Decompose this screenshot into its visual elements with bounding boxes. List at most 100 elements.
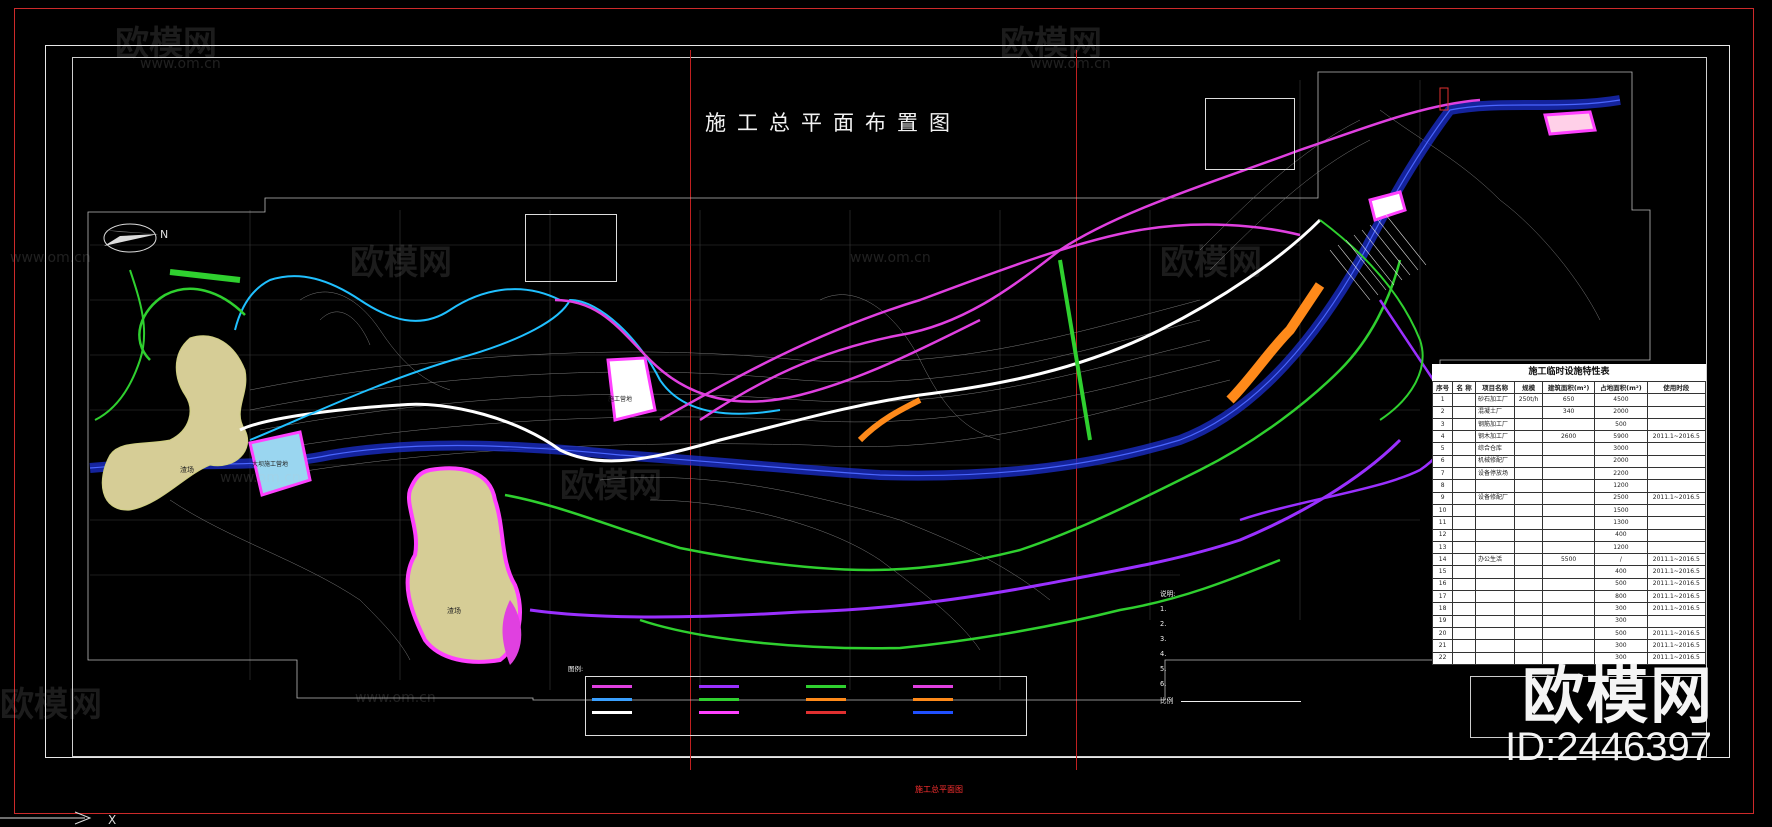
table-cell: [1452, 467, 1476, 481]
ucs-arrow: [74, 811, 92, 825]
table-cell: [1452, 405, 1476, 419]
note-item: 1.: [1160, 605, 1167, 613]
table-cell: 1: [1432, 393, 1454, 407]
table-cell: [1514, 540, 1543, 555]
table-cell: 砂石加工厂: [1474, 393, 1516, 407]
legend-swatch: [592, 698, 632, 701]
scale-bar-row: 比例: [1160, 694, 1460, 709]
table-cell: 办公生活: [1474, 553, 1516, 567]
table-cell: [1474, 503, 1516, 518]
magenta-road-2: [554, 298, 981, 403]
river-centerline: [89, 99, 1621, 477]
legend-swatch: [913, 711, 953, 714]
legend-item: [592, 680, 699, 693]
legend-swatch: [592, 711, 632, 714]
table-cell: 1500: [1594, 503, 1648, 518]
north-label: N: [160, 228, 169, 241]
table-cell: [1514, 454, 1543, 469]
col-header: 规模: [1514, 381, 1543, 395]
table-cell: [1514, 417, 1543, 432]
table-cell: [1646, 393, 1706, 407]
table-cell: [1541, 577, 1596, 592]
table-cell: [1646, 405, 1706, 419]
dam-site-hatch: [1329, 214, 1427, 301]
table-cell: 2011.1~2016.5: [1646, 639, 1706, 653]
table-cell: 20: [1432, 626, 1454, 641]
table-cell: [1646, 540, 1706, 555]
brand-logo: 欧模网: [1521, 662, 1714, 731]
table-cell: [1452, 503, 1476, 518]
table-cell: [1452, 417, 1476, 432]
table-cell: 400: [1594, 528, 1648, 542]
table-cell: [1514, 442, 1543, 456]
table-cell: 综合仓库: [1474, 442, 1516, 456]
table-cell: [1541, 528, 1596, 542]
notes-list: 1.2.3.4.5.6.: [1160, 602, 1460, 692]
table-cell: [1541, 590, 1596, 604]
table-cell: 2600: [1541, 430, 1596, 444]
table-cell: [1646, 454, 1706, 469]
table-cell: 2: [1432, 405, 1454, 419]
map-grid: [90, 80, 1421, 690]
col-header: 占地面积(m²): [1594, 381, 1648, 395]
col-header: 使用时段: [1646, 381, 1706, 395]
table-cell: 2500: [1594, 491, 1648, 505]
table-cell: 18: [1432, 602, 1454, 616]
table-cell: 6: [1432, 454, 1454, 469]
table-cell: 14: [1432, 553, 1454, 567]
table-cell: 300: [1594, 614, 1648, 628]
watermark-brand-3: 欧模网: [350, 243, 452, 283]
table-cell: [1452, 553, 1476, 567]
table-cell: [1514, 602, 1543, 616]
table-cell: 5500: [1541, 553, 1596, 567]
table-cell: [1541, 479, 1596, 493]
red-marker-box: [1439, 87, 1449, 111]
table-cell: 2000: [1594, 454, 1648, 469]
table-cell: [1474, 528, 1516, 542]
table-cell: [1541, 467, 1596, 481]
watermark-site-2: www.om.cn: [1030, 56, 1111, 72]
col-header: 项目名称: [1474, 381, 1516, 395]
table-cell: [1541, 442, 1596, 456]
table-cell: [1646, 528, 1706, 542]
table-cell: [1646, 479, 1706, 493]
watermark-site-4: www.om.cn: [850, 250, 931, 266]
spoil-area-a: [101, 335, 248, 511]
table-cell: [1452, 393, 1476, 407]
spoil-area-a-label: 渣场: [180, 466, 194, 474]
watermark-site-6: www.om.cn: [355, 690, 436, 706]
green-road-5: [1319, 219, 1424, 421]
upper-yard-1: [1368, 190, 1407, 222]
table-cell: [1474, 577, 1516, 592]
watermark-brand-1: 欧模网: [115, 24, 217, 64]
table-cell: 16: [1432, 577, 1454, 592]
table-cell: 2011.1~2016.5: [1646, 651, 1706, 665]
green-bridge: [169, 269, 241, 283]
table-cell: 钢木加工厂: [1474, 430, 1516, 444]
table-cell: [1514, 491, 1543, 505]
table-cell: 2011.1~2016.5: [1646, 565, 1706, 579]
note-item: 2.: [1160, 620, 1167, 628]
legend-item: [806, 680, 913, 693]
legend-item: [806, 693, 913, 706]
table-cell: [1514, 553, 1543, 567]
spoil-area-b-label: 渣场: [447, 607, 461, 615]
table-cell: 混凝土厂: [1474, 405, 1516, 419]
table-cell: [1541, 516, 1596, 530]
legend-swatch: [806, 698, 846, 701]
watermark-site-1: www.om.cn: [140, 56, 221, 72]
table-cell: [1646, 614, 1706, 628]
drawing-title: 施工总平面布置图: [705, 111, 961, 135]
table-cell: /: [1594, 553, 1648, 567]
magenta-road-3: [659, 223, 1301, 422]
